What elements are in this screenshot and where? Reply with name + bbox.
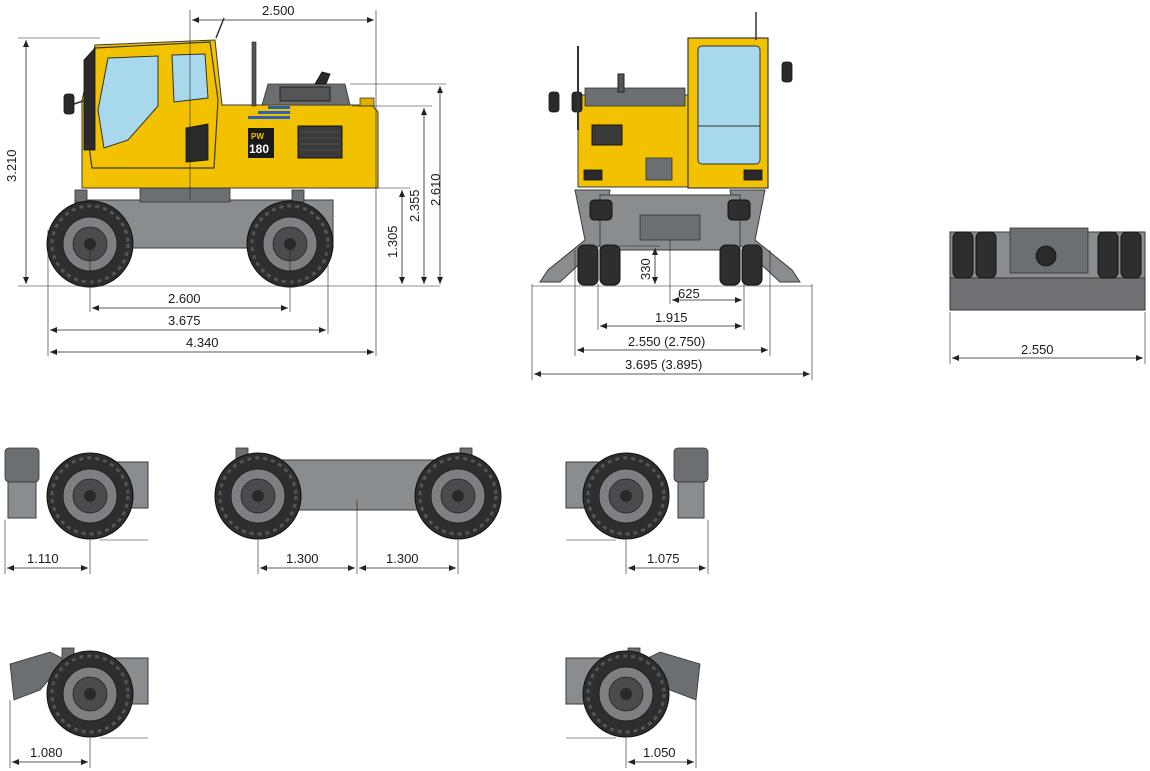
undercarriage-front-outrigger: 1.080 <box>9 647 149 768</box>
dim-rear-outrigger-overhang: 1.050 <box>643 745 676 760</box>
side-view-dimensions: 2.500 3.210 1.305 2.355 2.610 2.600 3.67… <box>4 3 446 356</box>
rear-view-excavator <box>539 12 801 286</box>
undercarriage-axles: 1.300 1.300 <box>213 447 503 574</box>
dim-ground-clearance: 330 <box>638 258 653 280</box>
dim-front-outrigger-overhang: 1.080 <box>30 745 63 760</box>
undercarriage-rear-blade: 1.075 <box>565 447 709 574</box>
dim-height-engine-top: 2.610 <box>428 173 443 206</box>
dim-wheelbase: 2.600 <box>168 291 201 306</box>
side-view-excavator: PW 180 <box>45 17 379 289</box>
dim-blade-width: 2.550 <box>1021 342 1054 357</box>
dim-track-half: 625 <box>678 286 700 301</box>
dim-total-length: 4.340 <box>186 335 219 350</box>
model-badge-line1: PW <box>251 132 264 141</box>
dim-axle-right-spacing: 1.300 <box>386 551 419 566</box>
undercarriage-front-blade: 1.110 <box>4 447 149 574</box>
dim-width: 2.550 (2.750) <box>628 334 705 349</box>
dim-cab-to-rear: 2.500 <box>262 3 295 18</box>
dim-total-height: 3.210 <box>4 149 19 182</box>
blade-view: 2.550 <box>949 227 1146 364</box>
rear-view-dimensions: 330 625 1.915 2.550 (2.750) 3.695 (3.895… <box>531 240 813 380</box>
dim-track: 1.915 <box>655 310 688 325</box>
model-badge-line2: 180 <box>249 142 269 156</box>
dim-front-blade-overhang: 1.110 <box>27 551 59 566</box>
rear-cab-window <box>697 45 761 165</box>
dim-length-mid: 3.675 <box>168 313 201 328</box>
undercarriage-rear-outrigger: 1.050 <box>565 647 701 768</box>
dim-axle-left-spacing: 1.300 <box>286 551 319 566</box>
dim-height-to-hood: 1.305 <box>385 225 400 258</box>
dim-rear-blade-overhang: 1.075 <box>647 551 680 566</box>
cab-window-front <box>97 55 159 149</box>
blade-plate <box>949 277 1146 311</box>
dim-height-counterweight: 2.355 <box>407 189 422 222</box>
dim-outrigger-width: 3.695 (3.895) <box>625 357 702 372</box>
model-badge <box>248 128 274 158</box>
